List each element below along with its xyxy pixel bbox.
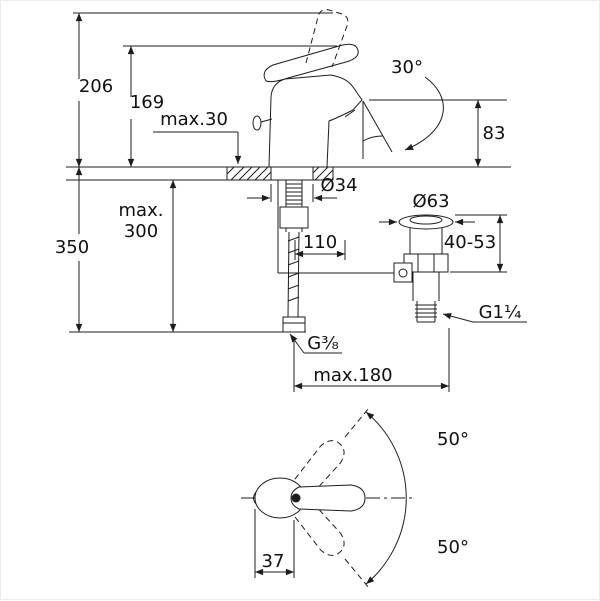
label-max300-line1: max. — [119, 200, 164, 221]
dim-206: 206 — [73, 12, 333, 167]
dim-max300: max. 300 — [119, 180, 177, 332]
label-dia63: Ø63 — [412, 191, 449, 212]
hose-connector — [282, 316, 306, 333]
mounting-nut — [279, 206, 309, 229]
dim-350: 350 — [55, 167, 306, 333]
spout-angle-indicator: 30° — [362, 57, 444, 159]
label-swivel-up: 50° — [437, 429, 469, 450]
dim-max30: max.30 — [153, 109, 242, 164]
dim-110: 110 — [294, 232, 346, 260]
label-spout-angle: 30° — [391, 57, 423, 78]
mounting-shank — [270, 180, 314, 232]
label-40-53: 40-53 — [444, 232, 496, 253]
supply-hose — [282, 231, 306, 333]
dim-83: 83 — [369, 99, 507, 167]
dim-169: 169 — [123, 45, 337, 167]
swivel-arc: 50° 50° — [344, 407, 469, 589]
label-g3-8: G³⁄₈ — [307, 333, 338, 354]
rod-ball-housing — [393, 262, 413, 283]
handle-top-view — [241, 440, 415, 556]
popup-rod — [277, 180, 398, 274]
handle-pivot-dot — [291, 493, 301, 503]
waste-assembly — [393, 214, 454, 323]
label-206: 206 — [79, 76, 113, 97]
deck-section — [66, 166, 511, 181]
label-169: 169 — [130, 92, 164, 113]
dim-dia34: Ø34 — [247, 175, 358, 202]
label-110: 110 — [303, 232, 337, 253]
dim-g3-8: G³⁄₈ — [289, 333, 342, 354]
label-swivel-down: 50° — [437, 537, 469, 558]
label-max180: max.180 — [313, 365, 392, 386]
dim-dia63: Ø63 — [379, 191, 475, 226]
handle-lever-solid — [290, 484, 366, 512]
label-37: 37 — [262, 551, 285, 572]
label-350: 350 — [55, 237, 89, 258]
label-g1-1-4: G1¹⁄₄ — [479, 302, 522, 323]
label-max30: max.30 — [160, 109, 228, 130]
faucet-lever — [263, 43, 359, 83]
label-83: 83 — [483, 123, 506, 144]
faucet-body — [252, 74, 363, 168]
label-dia34: Ø34 — [320, 175, 357, 196]
dim-max180: max.180 — [293, 328, 450, 392]
dim-40-53: 40-53 — [444, 214, 507, 273]
dim-37: 37 — [254, 509, 295, 578]
label-max300-line2: 300 — [124, 221, 158, 242]
popup-pull-knob — [252, 115, 262, 131]
dim-g1-1-4: G1¹⁄₄ — [442, 302, 527, 323]
